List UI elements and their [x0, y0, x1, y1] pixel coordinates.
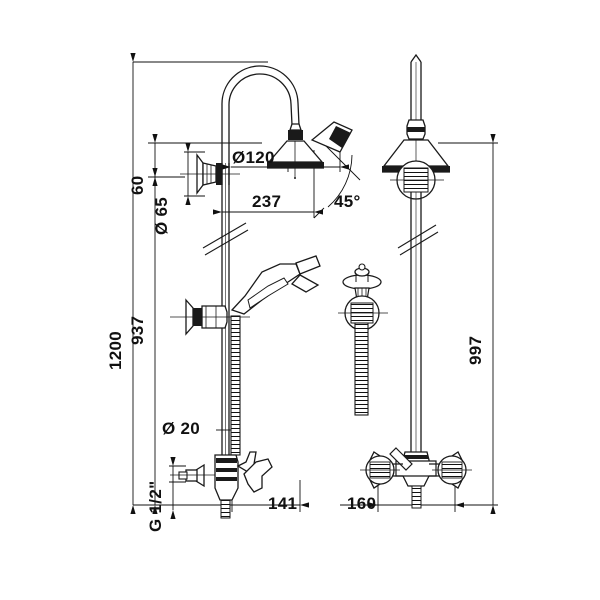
cross-handle-right	[432, 451, 472, 489]
dim-head-offset: 60	[128, 175, 147, 195]
break-line	[202, 222, 249, 256]
dim-head-angle: 45°	[334, 192, 361, 211]
handset-holder-detail-view	[338, 263, 388, 416]
dim-riser-tube-diameter: Ø 20	[162, 419, 201, 438]
shower-head	[267, 121, 353, 179]
side-elevation-view	[170, 65, 353, 519]
dim-wall-flange-diameter: Ø 65	[152, 196, 171, 235]
mixer-body	[360, 447, 472, 509]
hand-shower-handset	[230, 255, 321, 315]
cross-handle-left	[360, 451, 400, 489]
handset-wall-bracket	[390, 160, 444, 200]
front-elevation-view	[360, 53, 472, 509]
wall-flange	[180, 153, 240, 195]
dim-front-width: 160	[347, 494, 377, 513]
dim-shower-head-diameter: Ø120	[232, 148, 275, 167]
dimension-lines-right	[438, 134, 498, 514]
dim-front-height: 997	[466, 335, 485, 365]
handset-wall-bracket	[170, 298, 250, 336]
dimension-lines-left	[130, 53, 268, 514]
break-line	[397, 224, 439, 256]
dim-riser-height: 937	[128, 315, 147, 345]
dim-inlet-thread: G 1/2"	[146, 480, 165, 532]
flexible-hose	[230, 315, 241, 456]
dim-overall-height: 1200	[106, 330, 125, 370]
mixer-body	[170, 451, 273, 519]
dim-head-projection: 237	[252, 192, 282, 211]
dim-side-projection: 141	[268, 494, 298, 513]
